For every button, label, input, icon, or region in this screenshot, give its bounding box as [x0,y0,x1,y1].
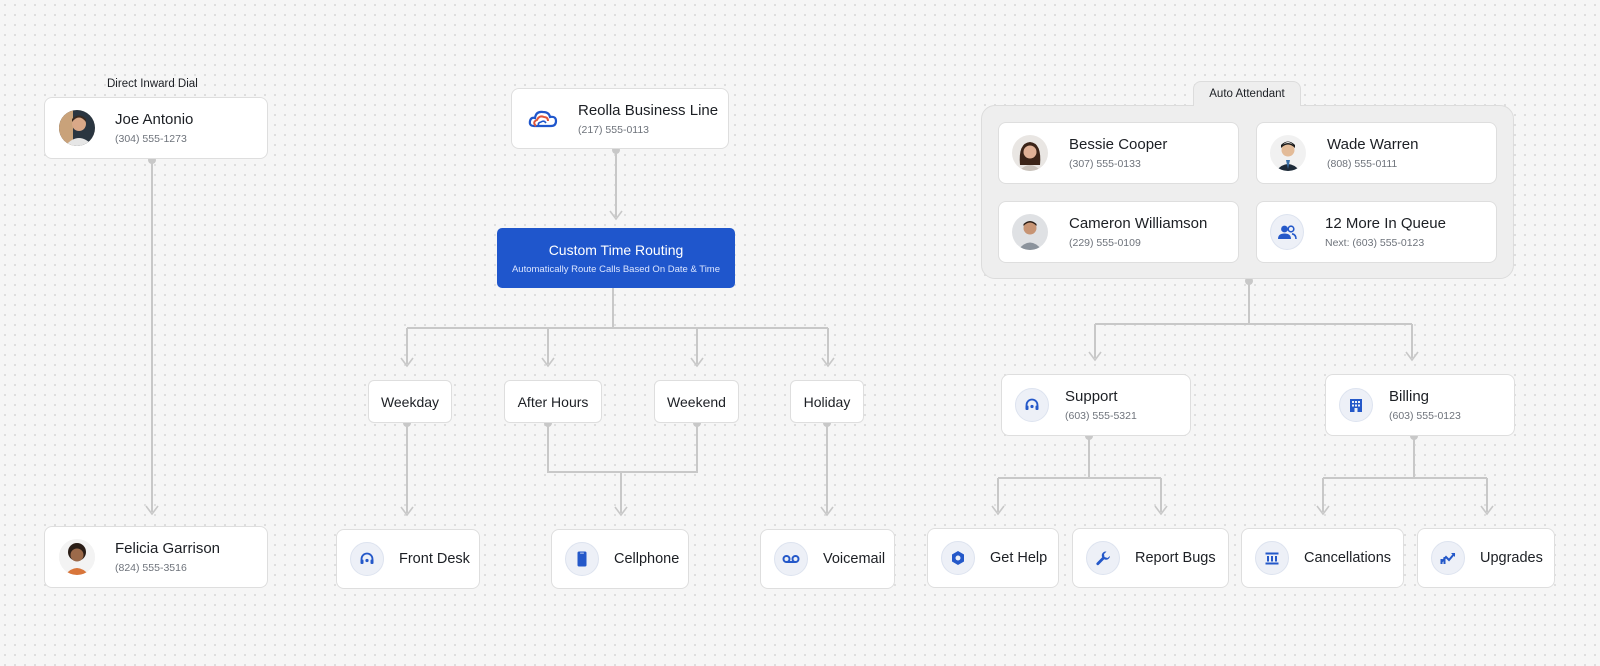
destination-label: Front Desk [399,551,470,567]
attendant-phone: (229) 555-0109 [1069,237,1141,249]
bank-icon [1255,541,1289,575]
direct-dial-label: Direct Inward Dial [107,78,198,90]
time-option-weekday[interactable]: Weekday [368,380,452,423]
attendant-name: Wade Warren [1327,136,1419,153]
wrench-icon [1086,541,1120,575]
option-label: Cancellations [1304,550,1392,566]
business-line-phone: (217) 555-0113 [578,123,650,136]
contact-card-felicia-garrison[interactable]: Felicia Garrison (824) 555-3516 [44,526,268,588]
destination-voicemail[interactable]: Voicemail [760,529,895,589]
routing-subtitle: Automatically Route Calls Based On Date … [511,263,721,275]
queue-next: Next: (603) 555-0123 [1325,237,1425,249]
attendant-phone: (808) 555-0111 [1327,158,1398,170]
queue-count: 12 More In Queue [1325,215,1446,232]
voicemail-icon [774,542,808,576]
mobile-icon [565,542,599,576]
avatar [1270,135,1306,171]
destination-label: Voicemail [823,551,886,567]
routing-title: Custom Time Routing [548,241,684,258]
cloud-logo-icon [526,101,560,136]
attendant-name: Bessie Cooper [1069,136,1168,153]
contact-card-joe-antonio[interactable]: Joe Antonio (304) 555-1273 [44,97,268,159]
avatar [1012,214,1048,250]
business-line-card[interactable]: Reolla Business Line (217) 555-0113 [511,88,729,149]
destination-cellphone[interactable]: Cellphone [551,529,689,589]
option-label: Upgrades [1480,550,1543,566]
contact-name: Felicia Garrison [115,540,221,557]
settings-icon [941,541,975,575]
business-line-name: Reolla Business Line [578,101,719,119]
option-get-help[interactable]: Get Help [927,528,1059,588]
headset-icon [350,542,384,576]
attendant-name: Cameron Williamson [1069,215,1208,232]
department-phone: (603) 555-0123 [1389,410,1461,422]
department-name: Support [1065,388,1118,405]
avatar [59,539,95,575]
department-support[interactable]: Support (603) 555-5321 [1001,374,1191,436]
option-cancellations[interactable]: Cancellations [1241,528,1404,588]
attendant-phone: (307) 555-0133 [1069,158,1141,170]
department-billing[interactable]: Billing (603) 555-0123 [1325,374,1515,436]
avatar [1012,135,1048,171]
attendant-card-wade-warren[interactable]: Wade Warren (808) 555-0111 [1256,122,1497,184]
destination-front-desk[interactable]: Front Desk [336,529,480,589]
option-report-bugs[interactable]: Report Bugs [1072,528,1229,588]
option-label: Get Help [990,550,1048,566]
contact-phone: (304) 555-1273 [115,133,187,145]
department-phone: (603) 555-5321 [1065,410,1137,422]
contact-phone: (824) 555-3516 [115,562,187,574]
time-option-holiday[interactable]: Holiday [790,380,864,423]
option-label: Report Bugs [1135,550,1216,566]
building-icon [1339,388,1373,422]
attendant-card-cameron-williamson[interactable]: Cameron Williamson (229) 555-0109 [998,201,1239,263]
queue-card[interactable]: 12 More In Queue Next: (603) 555-0123 [1256,201,1497,263]
contact-name: Joe Antonio [115,111,194,128]
headset-icon [1015,388,1049,422]
option-upgrades[interactable]: Upgrades [1417,528,1555,588]
time-option-weekend[interactable]: Weekend [654,380,739,423]
destination-label: Cellphone [614,551,680,567]
department-name: Billing [1389,388,1430,405]
chart-up-icon [1431,541,1465,575]
attendant-card-bessie-cooper[interactable]: Bessie Cooper (307) 555-0133 [998,122,1239,184]
time-option-after-hours[interactable]: After Hours [504,380,602,423]
auto-attendant-label: Auto Attendant [1193,81,1301,106]
users-icon [1270,214,1304,250]
custom-time-routing-node[interactable]: Custom Time Routing Automatically Route … [497,228,735,288]
avatar [59,110,95,146]
